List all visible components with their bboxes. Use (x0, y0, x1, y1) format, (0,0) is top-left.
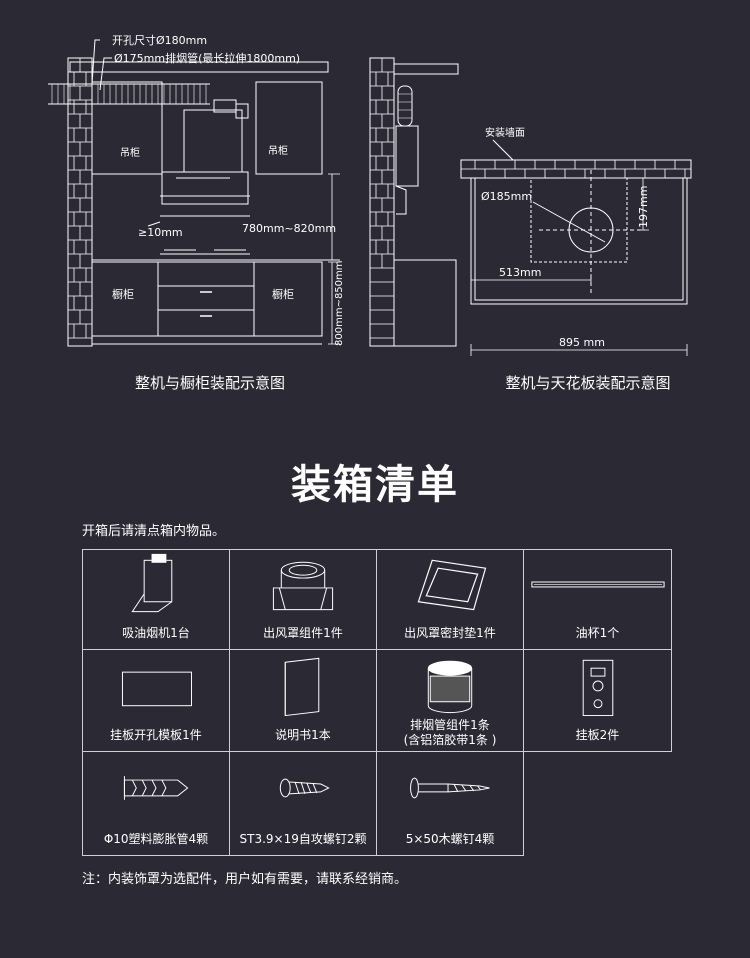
item-label: 挂板开孔模板1件 (110, 728, 202, 742)
wood-screw-icon (410, 777, 490, 799)
item-cell: 说明书1本 (229, 649, 377, 752)
floor-cabinet-right-label: 橱柜 (272, 287, 294, 301)
item-label-sub: (含铝箔胶带1条 ) (403, 733, 497, 747)
gasket-icon (417, 559, 487, 611)
anchor-icon (123, 776, 189, 800)
item-cell: 挂板2件 (523, 649, 672, 752)
offset-label: 513mm (499, 266, 541, 279)
tapping-screw-icon (279, 778, 330, 798)
packing-grid: 吸油烟机1台 出风罩组件1件 出风罩密封垫1件 (82, 549, 672, 856)
duct-roll-icon (427, 660, 473, 714)
item-label: 出风罩密封垫1件 (404, 626, 496, 640)
mounting-plate-icon (582, 659, 614, 716)
hole-size-label: 开孔尺寸Ø180mm (112, 33, 207, 47)
item-cell: 出风罩组件1件 (229, 549, 377, 650)
depth-label: 197mm (637, 186, 650, 228)
hole-diameter-label: Ø185mm (481, 190, 532, 203)
hood-height-label: 780mm~820mm (242, 222, 336, 235)
diagram2-caption: 整机与天花板装配示意图 (505, 374, 671, 392)
item-cell: 吸油烟机1台 (82, 549, 230, 650)
item-label: 油杯1个 (575, 626, 620, 640)
oil-cup-icon (531, 581, 665, 588)
counter-height-label: 800mm~850mm (334, 260, 345, 346)
air-outlet-icon (272, 561, 334, 611)
footnote: 注：内装饰罩为选配件，用户如有需要，请联系经销商。 (82, 872, 408, 887)
width-label: 895 mm (559, 336, 605, 349)
manual-icon (284, 657, 320, 716)
wall-cabinet-right-label: 吊柜 (268, 144, 288, 157)
template-icon (121, 671, 193, 707)
wall-surface-label: 安装墙面 (485, 126, 525, 139)
kitchen-cabinet-diagram: 开孔尺寸Ø180mm Ø175mm排烟管(最长拉伸1800mm) 吊柜 吊柜 ≥… (48, 33, 345, 347)
item-label: ST3.9×19自攻螺钉2颗 (239, 832, 367, 846)
floor-cabinet-left-label: 橱柜 (112, 287, 134, 301)
duct-label: Ø175mm排烟管(最长拉伸1800mm) (114, 51, 300, 65)
item-label: 排烟管组件1条 (410, 718, 490, 732)
item-cell: ST3.9×19自攻螺钉2颗 (229, 751, 377, 856)
item-label: 挂板2件 (575, 728, 620, 742)
item-cell: 排烟管组件1条 (含铝箔胶带1条 ) (376, 649, 524, 752)
gap-label: ≥10mm (138, 226, 183, 239)
side-view-diagram (369, 57, 459, 347)
packing-intro: 开箱后请清点箱内物品。 (82, 524, 226, 539)
item-label: 说明书1本 (275, 728, 331, 742)
item-cell: 油杯1个 (523, 549, 672, 650)
packing-list-title: 装箱清单 (291, 462, 459, 508)
range-hood-icon (131, 553, 173, 613)
item-cell: 挂板开孔模板1件 (82, 649, 230, 752)
diagram1-caption: 整机与橱柜装配示意图 (134, 374, 285, 392)
item-cell: Φ10塑料膨胀管4颗 (82, 751, 230, 856)
ceiling-install-diagram: 安装墙面 Ø185mm 197mm 513mm 895 mm (460, 126, 692, 356)
item-label: 出风罩组件1件 (263, 626, 343, 640)
item-cell: 出风罩密封垫1件 (376, 549, 524, 650)
item-label: 吸油烟机1台 (122, 626, 190, 640)
item-label: Φ10塑料膨胀管4颗 (103, 832, 209, 846)
item-label: 5×50木螺钉4颗 (405, 832, 495, 846)
item-cell: 5×50木螺钉4颗 (376, 751, 524, 856)
wall-cabinet-left-label: 吊柜 (120, 146, 140, 159)
